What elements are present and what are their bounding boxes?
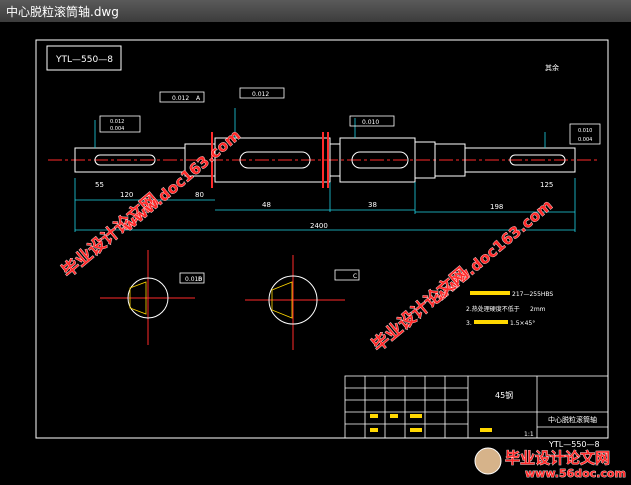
dim-label: 125	[540, 181, 553, 189]
dimension-lines	[74, 108, 576, 232]
tolerance-frames	[99, 87, 601, 284]
tolerance-ref: B	[198, 276, 202, 283]
tolerance-value: 0.012	[172, 95, 189, 102]
code-box	[46, 45, 122, 71]
note-2b: 2mm	[530, 306, 546, 313]
watermark-cn-center: 毕业设计论文网	[368, 263, 473, 356]
watermark-url-bottom: www.56doc.com	[525, 467, 626, 480]
tolerance-ref: C	[353, 273, 357, 280]
watermark-url-left: www.doc163.com	[119, 126, 244, 235]
title-block-scale: 1:1	[524, 431, 534, 438]
watermark-logo: 毕业设计论文网 www.56doc.com	[474, 447, 626, 480]
keyways	[94, 151, 566, 169]
tolerance-value: 0.004	[110, 126, 124, 132]
title-block-marks	[370, 414, 492, 432]
watermark-cn-bottom: 毕业设计论文网	[505, 449, 610, 467]
tech-notes: 217—255HBS 2.热处理硬度不低于 2mm 3. 1.5×45°	[466, 291, 553, 327]
finish-mark: 其余	[545, 63, 559, 72]
tolerance-value: 0.010	[578, 128, 592, 134]
tolerance-ref: A	[196, 95, 201, 102]
tolerance-value: 0.012	[110, 119, 124, 125]
dim-label: 48	[262, 201, 271, 209]
window-titlebar: 中心脱粒滚筒轴.dwg	[0, 0, 631, 23]
shaft-outline	[74, 137, 576, 183]
dim-label: 120	[120, 191, 133, 199]
section-view-left	[100, 250, 195, 345]
drawing-border	[35, 39, 609, 439]
cad-drawing-canvas[interactable]: YTL—550—8 其余	[0, 22, 631, 481]
note-1: 217—255HBS	[512, 291, 553, 298]
dim-label: 198	[490, 203, 503, 211]
dim-label: 38	[368, 201, 377, 209]
tolerance-value: 0.004	[578, 137, 592, 143]
dim-label: 80	[195, 191, 204, 199]
note-3: 3.	[466, 320, 472, 327]
section-marks	[211, 132, 329, 188]
note-3b: 1.5×45°	[510, 320, 535, 327]
watermark-globe-icon	[474, 447, 502, 475]
note-2: 2.热处理硬度不低于	[466, 305, 520, 313]
tolerance-value: 0.010	[185, 276, 202, 283]
title-block-part-name: 中心脱粒滚筒轴	[548, 415, 597, 424]
dim-label: 2400	[310, 222, 328, 230]
tolerance-value: 0.010	[362, 119, 379, 126]
code-box-label: YTL—550—8	[55, 55, 113, 65]
title-block	[344, 375, 609, 439]
section-view-right	[245, 255, 345, 350]
tolerance-value: 0.012	[252, 91, 269, 98]
window-title: 中心脱粒滚筒轴.dwg	[6, 5, 119, 19]
dim-label: 55	[95, 181, 104, 189]
title-block-code: YTL—550—8	[548, 440, 600, 449]
title-block-material: 45钢	[495, 390, 513, 400]
